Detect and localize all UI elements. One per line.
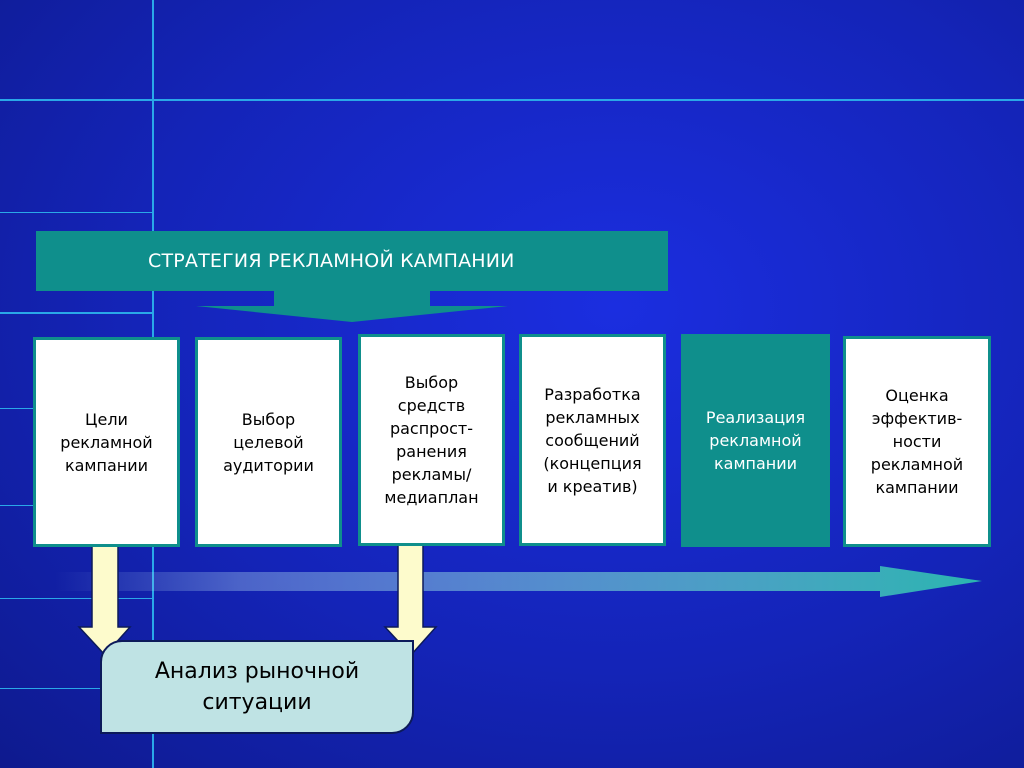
grid-line-horizontal — [0, 312, 152, 314]
stage-label: Цели рекламной кампании — [60, 409, 153, 475]
stage-box-evaluation: Оценка эффектив- ности рекламной кампани… — [843, 336, 991, 547]
market-analysis-label: Анализ рыночной ситуации — [154, 659, 360, 715]
stage-label: Разработка рекламных сообщений (концепци… — [543, 384, 642, 496]
stage-label: Оценка эффектив- ности рекламной кампани… — [870, 386, 964, 497]
strategy-title: СТРАТЕГИЯ РЕКЛАМНОЙ КАМПАНИИ — [148, 250, 515, 272]
stage-box-implementation: Реализация рекламной кампании — [681, 334, 830, 547]
timeline-arrow — [55, 566, 982, 597]
stage-box-goals: Цели рекламной кампании — [33, 337, 180, 547]
stage-label: Реализация рекламной кампании — [705, 408, 806, 473]
analysis-arrow-left — [77, 544, 132, 657]
grid-line-horizontal — [0, 212, 152, 213]
analysis-arrow-right — [383, 544, 438, 657]
stage-box-messages: Разработка рекламных сообщений (концепци… — [519, 334, 666, 546]
strategy-down-arrow — [196, 291, 508, 322]
strategy-title-bar: СТРАТЕГИЯ РЕКЛАМНОЙ КАМПАНИИ — [36, 231, 668, 291]
stage-box-audience: Выбор целевой аудитории — [195, 337, 342, 547]
stage-box-media: Выбор средств распрост- ранения рекламы/… — [358, 334, 505, 546]
market-analysis-box: Анализ рыночной ситуации — [100, 640, 414, 734]
grid-line-horizontal — [0, 688, 152, 689]
stage-label: Выбор средств распрост- ранения рекламы/… — [384, 373, 479, 507]
grid-line-horizontal — [0, 598, 152, 599]
stage-label: Выбор целевой аудитории — [223, 409, 314, 475]
grid-line-horizontal-top — [0, 99, 1024, 101]
